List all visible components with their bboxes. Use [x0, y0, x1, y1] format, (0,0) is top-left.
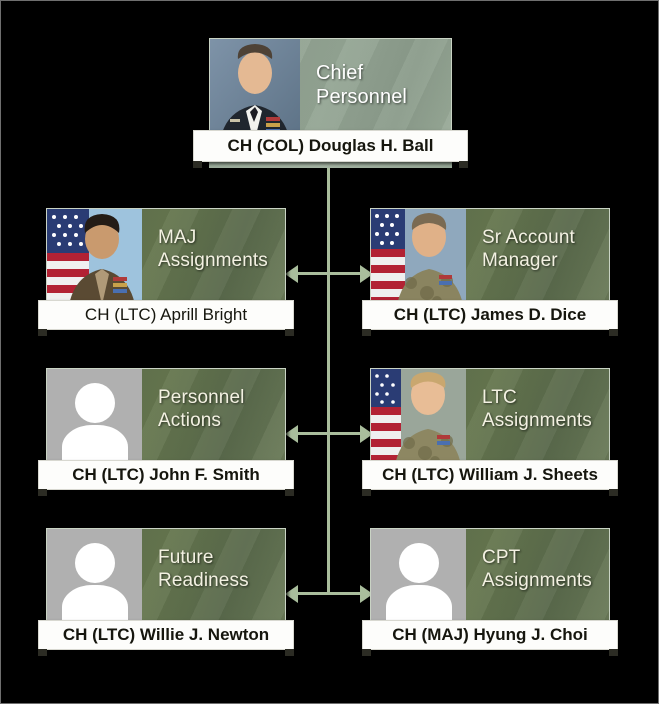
avatar-silhouette: [371, 529, 466, 623]
node-title: LTC Assignments: [466, 369, 609, 463]
connector-row3-left: [298, 592, 330, 595]
org-node-ltc-assignments[interactable]: LTC Assignments CH (LTC) William J. Shee…: [362, 368, 618, 496]
node-name-ribbon: CH (LTC) Willie J. Newton: [38, 620, 294, 656]
node-title-line1: LTC: [482, 386, 517, 408]
org-node-chief-personnel[interactable]: Chief Personnel CH (COL) Douglas H. Ball: [193, 38, 468, 168]
connector-row1-left: [298, 272, 330, 275]
card-body: Personnel Actions: [46, 368, 286, 464]
org-node-sr-account-manager[interactable]: Sr Account Manager CH (LTC) James D. Dic…: [362, 208, 618, 336]
node-title: Chief Personnel: [300, 39, 451, 141]
node-name: CH (LTC) John F. Smith: [72, 465, 260, 484]
ribbon-tail-right: [609, 649, 618, 656]
ribbon-tail-left: [38, 489, 47, 496]
node-name-ribbon: CH (COL) Douglas H. Ball: [193, 130, 468, 168]
ribbon-tail-right: [459, 161, 468, 168]
node-title: Sr Account Manager: [466, 209, 609, 303]
arrow-left-row3: [285, 585, 298, 603]
node-title: Future Readiness: [142, 529, 285, 623]
node-title-line2: Assignments: [482, 570, 592, 591]
connector-row2-left: [298, 432, 330, 435]
node-name: CH (COL) Douglas H. Ball: [227, 136, 434, 155]
avatar-silhouette: [47, 529, 142, 623]
node-title-line1: CPT: [482, 546, 521, 568]
ribbon-tail-left: [362, 649, 371, 656]
node-title: MAJ Assignments: [142, 209, 285, 303]
node-name-ribbon: CH (LTC) William J. Sheets: [362, 460, 618, 496]
org-node-personnel-actions[interactable]: Personnel Actions CH (LTC) John F. Smith: [38, 368, 294, 496]
node-name-ribbon: CH (LTC) James D. Dice: [362, 300, 618, 336]
org-node-cpt-assignments[interactable]: CPT Assignments CH (MAJ) Hyung J. Choi: [362, 528, 618, 656]
node-title-line2: Assignments: [482, 410, 592, 431]
node-title: Personnel Actions: [142, 369, 285, 463]
card-body: LTC Assignments: [370, 368, 610, 464]
connector-row2-right: [329, 432, 361, 435]
node-title-line1: Sr Account: [482, 226, 575, 248]
node-title-line2: Actions: [158, 410, 222, 431]
avatar-silhouette: [47, 369, 142, 463]
ribbon-tail-left: [193, 161, 202, 168]
node-name: CH (LTC) Aprill Bright: [84, 305, 248, 324]
card-body: MAJ Assignments: [46, 208, 286, 304]
arrow-right-row3: [360, 585, 373, 603]
node-title-line1: Chief: [316, 61, 364, 84]
node-name-ribbon: CH (LTC) Aprill Bright: [38, 300, 294, 336]
org-node-future-readiness[interactable]: Future Readiness CH (LTC) Willie J. Newt…: [38, 528, 294, 656]
ribbon-tail-right: [285, 329, 294, 336]
avatar-placeholder-icon: [47, 369, 142, 463]
node-name: CH (LTC) James D. Dice: [393, 305, 587, 324]
portrait-photo-james-dice: [371, 209, 466, 303]
node-title-line1: Future: [158, 546, 214, 568]
ribbon-tail-right: [285, 489, 294, 496]
portrait-image: [371, 369, 466, 463]
avatar-placeholder-icon: [371, 529, 466, 623]
connector-row3-right: [329, 592, 361, 595]
node-title-line1: Personnel: [158, 386, 245, 408]
avatar-shoulders: [61, 425, 128, 463]
card-body: CPT Assignments: [370, 528, 610, 624]
ribbon-tail-left: [362, 489, 371, 496]
avatar-head: [74, 383, 115, 423]
node-title-line2: Personnel: [316, 86, 407, 108]
card-body: Chief Personnel: [209, 38, 452, 142]
ribbon-tail-left: [362, 329, 371, 336]
avatar-placeholder-icon: [47, 529, 142, 623]
org-node-maj-assignments[interactable]: MAJ Assignments CH (LTC) Aprill Bright: [38, 208, 294, 336]
ribbon-tail-right: [285, 649, 294, 656]
ribbon-tail-left: [38, 649, 47, 656]
node-name: CH (LTC) Willie J. Newton: [62, 625, 270, 644]
node-title-line2: Manager: [482, 250, 558, 271]
node-name-ribbon: CH (LTC) John F. Smith: [38, 460, 294, 496]
node-title-line2: Readiness: [158, 570, 249, 591]
node-title: CPT Assignments: [466, 529, 609, 623]
arrow-right-row2: [360, 425, 373, 443]
card-body: Sr Account Manager: [370, 208, 610, 304]
avatar-head: [74, 543, 115, 583]
arrow-right-row1: [360, 265, 373, 283]
ribbon-tail-right: [609, 329, 618, 336]
connector-row1-right: [329, 272, 361, 275]
node-name-ribbon: CH (MAJ) Hyung J. Choi: [362, 620, 618, 656]
arrow-left-row2: [285, 425, 298, 443]
card-body: Future Readiness: [46, 528, 286, 624]
portrait-image: [210, 39, 300, 141]
portrait-image: [371, 209, 466, 303]
ribbon-tail-right: [609, 489, 618, 496]
node-title-line2: Assignments: [158, 250, 268, 271]
portrait-photo-william-sheets: [371, 369, 466, 463]
connector-trunk-vertical: [327, 161, 330, 593]
avatar-head: [398, 543, 439, 583]
ribbon-tail-left: [38, 329, 47, 336]
portrait-photo-aprill-bright: [47, 209, 142, 303]
avatar-shoulders: [61, 585, 128, 623]
portrait-photo-douglas-ball: [210, 39, 300, 141]
portrait-image: [47, 209, 142, 303]
node-title-line1: MAJ: [158, 226, 197, 248]
arrow-left-row1: [285, 265, 298, 283]
node-name: CH (LTC) William J. Sheets: [382, 465, 598, 484]
avatar-shoulders: [385, 585, 452, 623]
node-name: CH (MAJ) Hyung J. Choi: [392, 625, 588, 644]
